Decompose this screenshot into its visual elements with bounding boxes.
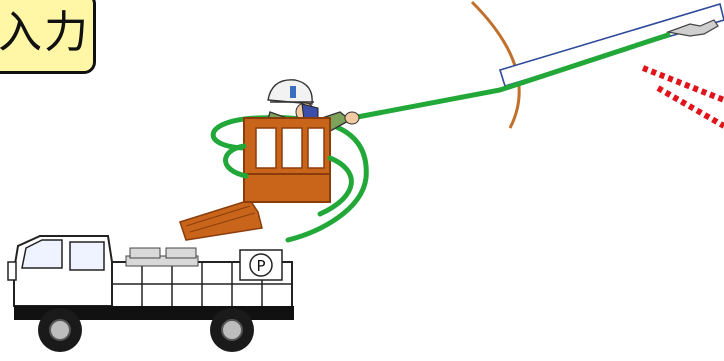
sight-line-dots [643,68,724,100]
aerial-bucket [244,118,330,202]
clearance-arc [472,2,519,128]
parking-badge: P [240,250,282,280]
truck-wheel-front [38,308,82,352]
truck-wheel-rear [210,308,254,352]
parking-badge-letter: P [256,257,265,275]
boom-arm [180,200,262,240]
insulated-pole [500,4,724,86]
